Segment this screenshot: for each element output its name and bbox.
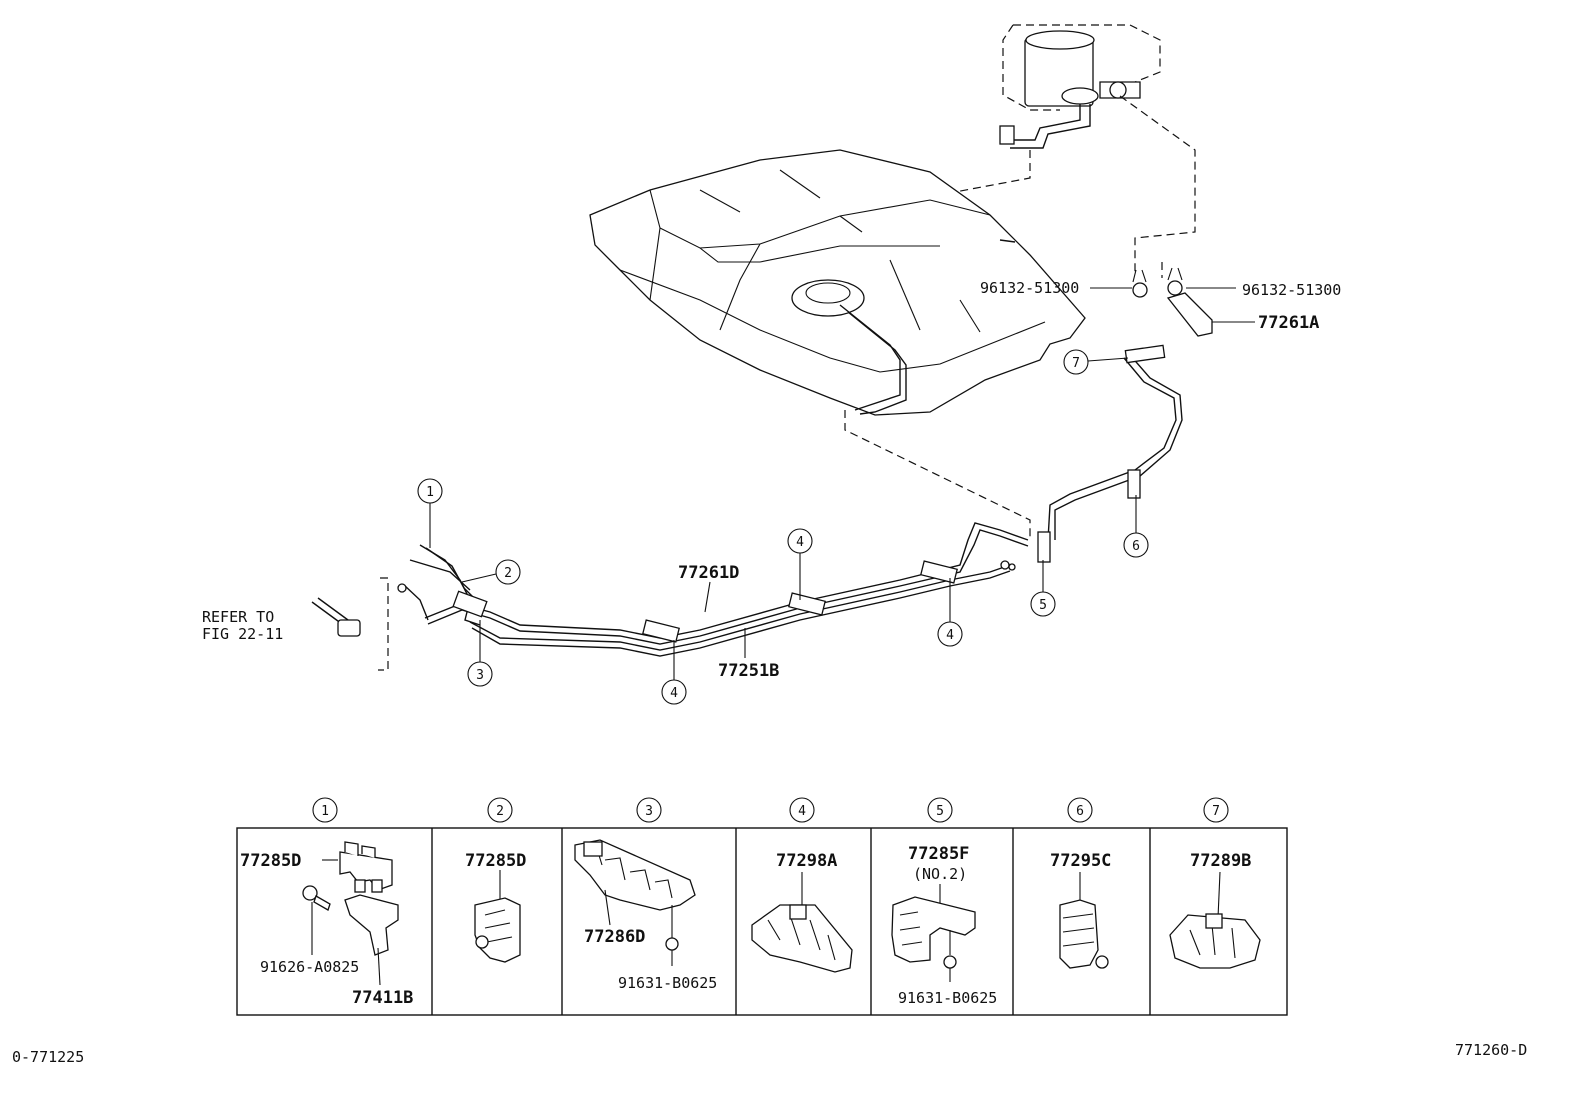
part-label-91631-B0625-box5: 91631-B0625: [898, 989, 997, 1007]
detail-header-6: 6: [1067, 797, 1093, 823]
part-label-91631-B0625-box3: 91631-B0625: [618, 974, 717, 992]
svg-text:2: 2: [496, 804, 504, 819]
fuel-tank-drawing: [589, 149, 1086, 416]
callout-1: 1: [417, 478, 443, 548]
part-label-no2: (NO.2): [913, 865, 967, 883]
callout-3: 3: [467, 620, 493, 687]
svg-text:4: 4: [798, 804, 806, 819]
detail-box-1: 77285D 91626-A0825 77411B: [240, 841, 413, 1008]
refer-text-line1: REFER TO: [202, 608, 274, 626]
part-label-77411B: 77411B: [352, 988, 413, 1008]
detail-box-5: 77285F (NO.2) 91631-B0625: [891, 844, 997, 1007]
refer-text-line2: FIG 22-11: [202, 625, 283, 643]
detail-header-5: 5: [927, 797, 953, 823]
svg-text:7: 7: [1072, 356, 1080, 371]
callout-7: 7: [1063, 349, 1129, 375]
detail-box-4: 77298A: [751, 851, 853, 973]
hose-clamp-left-icon: [1132, 269, 1148, 298]
detail-header-7: 7: [1203, 797, 1229, 823]
detail-box-2: 77285D: [465, 851, 526, 963]
svg-text:3: 3: [476, 668, 484, 683]
callout-5: 5: [1030, 560, 1056, 617]
part-label-77298A: 77298A: [776, 851, 837, 871]
part-label-96132-left: 96132-51300: [980, 279, 1079, 297]
svg-text:5: 5: [936, 804, 944, 819]
charcoal-canister-drawing: [999, 24, 1161, 149]
detail-header-3: 3: [636, 797, 662, 823]
detail-box-7: 77289B: [1169, 851, 1261, 969]
svg-text:6: 6: [1076, 804, 1084, 819]
svg-text:4: 4: [796, 535, 804, 550]
detail-header-2: 2: [487, 797, 513, 823]
callout-4a: 4: [661, 640, 687, 705]
part-label-77285F: 77285F: [908, 844, 969, 864]
part-label-77251B: 77251B: [718, 661, 779, 681]
part-label-91626-A0825: 91626-A0825: [260, 958, 359, 976]
part-label-77286D: 77286D: [584, 927, 645, 947]
svg-text:4: 4: [946, 628, 954, 643]
svg-text:2: 2: [504, 566, 512, 581]
svg-text:3: 3: [645, 804, 653, 819]
hose-clamp-right-icon: [1167, 267, 1183, 296]
hose-77261A-drawing: [1166, 292, 1213, 337]
part-label-77261A: 77261A: [1258, 313, 1319, 333]
part-label-77285D-box1: 77285D: [240, 851, 301, 871]
footer-left-code: 0-771225: [12, 1048, 84, 1066]
connector-refer-drawing: [311, 597, 361, 637]
svg-text:1: 1: [321, 804, 329, 819]
callout-4c: 4: [937, 578, 963, 647]
fuel-line-right-riser: [1037, 344, 1183, 563]
detail-box-3: 77286D 91631-B0625: [574, 839, 717, 992]
detail-box-6: 77295C: [1050, 851, 1111, 969]
part-label-77261D: 77261D: [678, 563, 739, 583]
detail-table: [236, 827, 1288, 1016]
callout-6: 6: [1123, 495, 1149, 558]
main-fuel-lines: [397, 522, 1029, 657]
part-label-96132-right: 96132-51300: [1242, 281, 1341, 299]
detail-header-4: 4: [789, 797, 815, 823]
part-label-77285D-box2: 77285D: [465, 851, 526, 871]
footer-right-code: 771260-D: [1455, 1041, 1527, 1059]
svg-text:5: 5: [1039, 598, 1047, 613]
svg-text:4: 4: [670, 686, 678, 701]
callout-2: 2: [461, 559, 521, 585]
callout-4b: 4: [787, 528, 813, 600]
detail-header-1: 1: [312, 797, 338, 823]
svg-text:6: 6: [1132, 539, 1140, 554]
svg-text:7: 7: [1212, 804, 1220, 819]
part-label-77289B: 77289B: [1190, 851, 1251, 871]
svg-text:1: 1: [426, 485, 434, 500]
part-label-77295C: 77295C: [1050, 851, 1111, 871]
